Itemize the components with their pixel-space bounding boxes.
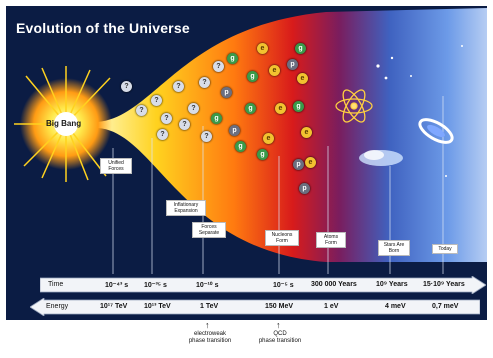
unknown-particle-icon: ? (213, 61, 224, 72)
unknown-particle-icon: ? (199, 77, 210, 88)
energy-axis-name: Energy (46, 303, 68, 310)
proton-particle-icon: p (287, 59, 298, 70)
time-tick-2: 10⁻³⁵ s (144, 281, 167, 289)
qcd-line2: phase transition (250, 338, 310, 345)
time-tick-7: 15·10⁹ Years (423, 281, 465, 288)
proton-particle-icon: p (299, 183, 310, 194)
big-bang-label: Big Bang (46, 119, 81, 128)
qcd-transition-label: QCD phase transition (250, 331, 310, 345)
epoch-label-nucleons-form: Nucleons Form (265, 230, 299, 246)
qcd-arrow-icon: ↑ (276, 320, 281, 330)
unknown-particle-icon: ? (136, 105, 147, 116)
proton-particle-icon: p (293, 159, 304, 170)
epoch-label-atoms-form: Atoms Form (316, 232, 346, 248)
gluon-particle-icon: g (245, 103, 256, 114)
diagram-title: Evolution of the Universe (16, 20, 190, 36)
electron-particle-icon: e (263, 133, 274, 144)
electroweak-line2: phase transition (180, 338, 240, 345)
energy-tick-1: 10¹⁷ TeV (100, 303, 127, 310)
gluon-particle-icon: g (211, 113, 222, 124)
unknown-particle-icon: ? (201, 131, 212, 142)
energy-tick-2: 10¹³ TeV (144, 303, 171, 310)
electron-particle-icon: e (297, 73, 308, 84)
time-tick-4: 10⁻⁵ s (273, 281, 294, 289)
epoch-label-forces-separate: Forces Separate (192, 222, 226, 238)
unknown-particle-icon: ? (151, 95, 162, 106)
gluon-particle-icon: g (257, 149, 268, 160)
unknown-particle-icon: ? (157, 129, 168, 140)
gluon-particle-icon: g (227, 53, 238, 64)
energy-tick-7: 0,7 meV (432, 303, 458, 310)
electron-particle-icon: e (301, 127, 312, 138)
time-tick-6: 10⁹ Years (376, 281, 408, 288)
unknown-particle-icon: ? (121, 81, 132, 92)
unknown-particle-icon: ? (173, 81, 184, 92)
electroweak-line1: electroweak (180, 331, 240, 338)
electroweak-transition-label: electroweak phase transition (180, 331, 240, 345)
time-axis-name: Time (48, 281, 63, 288)
universe-graphic (6, 6, 487, 320)
energy-tick-5: 1 eV (324, 303, 338, 310)
energy-axis: Energy 10¹⁷ TeV 10¹³ TeV 1 TeV 150 MeV 1… (30, 298, 480, 316)
time-tick-1: 10⁻⁴³ s (105, 281, 128, 289)
epoch-label-today: Today (432, 244, 458, 254)
electron-particle-icon: e (275, 103, 286, 114)
energy-tick-4: 150 MeV (265, 303, 293, 310)
proton-particle-icon: p (221, 87, 232, 98)
gluon-particle-icon: g (247, 71, 258, 82)
qcd-line1: QCD (250, 331, 310, 338)
gluon-particle-icon: g (235, 141, 246, 152)
energy-tick-3: 1 TeV (200, 303, 218, 310)
electroweak-arrow-icon: ↑ (205, 320, 210, 330)
electron-particle-icon: e (305, 157, 316, 168)
time-tick-3: 10⁻¹⁰ s (196, 281, 218, 289)
star-cloud-icon (359, 150, 403, 166)
energy-tick-6: 4 meV (385, 303, 406, 310)
gluon-particle-icon: g (295, 43, 306, 54)
energy-arrow-shape (30, 298, 480, 316)
unknown-particle-icon: ? (188, 103, 199, 114)
time-axis: Time 10⁻⁴³ s 10⁻³⁵ s 10⁻¹⁰ s 10⁻⁵ s 300 … (40, 276, 486, 294)
time-tick-5: 300 000 Years (311, 281, 357, 288)
electron-particle-icon: e (257, 43, 268, 54)
epoch-label-unified-forces: Unified Forces (100, 158, 132, 174)
universe-panel: Evolution of the Universe Big Bang ?????… (6, 6, 487, 320)
epoch-label-inflationary-expansion: Inflationary Expansion (166, 200, 206, 216)
unknown-particle-icon: ? (179, 119, 190, 130)
electron-particle-icon: e (269, 65, 280, 76)
proton-particle-icon: p (229, 125, 240, 136)
gluon-particle-icon: g (293, 101, 304, 112)
epoch-label-stars-are-born: Stars Are Born (378, 240, 410, 256)
unknown-particle-icon: ? (161, 113, 172, 124)
